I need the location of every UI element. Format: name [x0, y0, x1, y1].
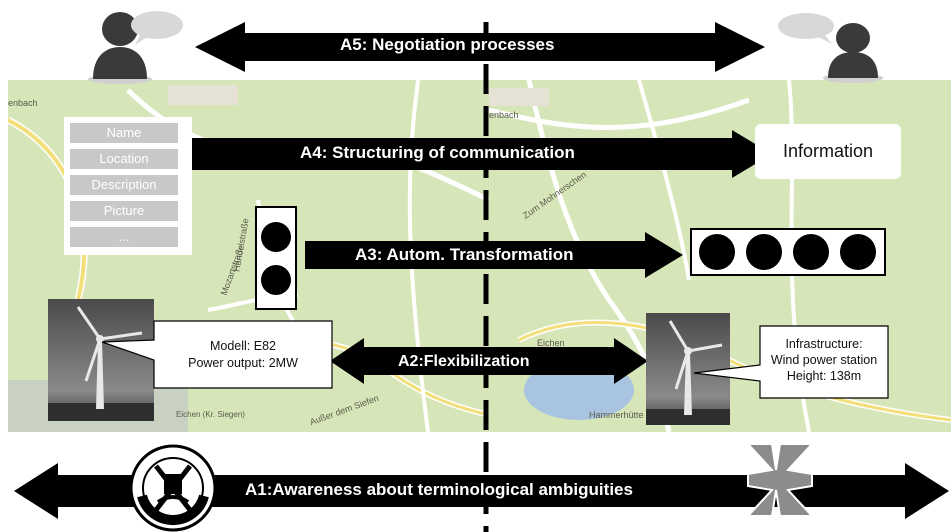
two-dots-box: [255, 206, 297, 310]
a2-arrow: [330, 338, 648, 384]
information-box: Information: [755, 124, 901, 179]
speaker-left-icon: [88, 11, 183, 84]
four-dots-box: [690, 228, 886, 276]
a1-label: A1:Awareness about terminological ambigu…: [245, 480, 633, 499]
a4-label: A4: Structuring of communication: [300, 143, 575, 162]
a1-arrow: [14, 463, 949, 519]
map-label-enbach-right: enbach: [489, 110, 519, 120]
right-callout: Infrastructure: Wind power station Heigh…: [762, 336, 886, 384]
wind-turbine-left-photo: [48, 299, 154, 421]
a3-arrow: [305, 232, 683, 278]
form-panel: Name Location Description Picture ...: [64, 117, 192, 255]
left-callout-shape: [101, 320, 333, 389]
form-field-location: Location: [70, 149, 178, 169]
map-label-eichen-right: Eichen: [537, 338, 565, 348]
a5-arrow: [195, 22, 765, 72]
form-field-name: Name: [70, 123, 178, 143]
left-callout-power: Power output: 2MW: [188, 356, 298, 370]
form-field-more: ...: [70, 227, 178, 247]
map-label-eichen-kr-siegen: Eichen (Kr. Siegen): [176, 410, 245, 419]
right-callout-height: Height: 138m: [786, 369, 862, 383]
right-callout-shape: [693, 325, 889, 399]
a4-arrow: [192, 130, 772, 178]
iron-cross-icon: [745, 443, 815, 517]
a2-label: A2:Flexibilization: [398, 353, 530, 370]
a3-label: A3: Autom. Transformation: [355, 245, 574, 264]
speaker-right-icon: [778, 13, 883, 83]
map-label-hammerhuette: Hammerhütte: [589, 410, 644, 420]
right-callout-type: Wind power station: [770, 353, 878, 367]
left-callout-model: Modell: E82: [209, 339, 276, 353]
map-label-enbach: enbach: [8, 98, 38, 108]
form-field-description: Description: [70, 175, 178, 195]
left-callout: Modell: E82 Power output: 2MW: [156, 338, 330, 372]
a5-label: A5: Negotiation processes: [340, 35, 555, 54]
fire-brigade-emblem-icon: [129, 444, 217, 532]
wind-turbine-right-photo: [646, 313, 730, 425]
form-field-picture: Picture: [70, 201, 178, 221]
center-divider: [483, 22, 489, 532]
right-callout-infrastructure: Infrastructure:: [785, 337, 863, 351]
